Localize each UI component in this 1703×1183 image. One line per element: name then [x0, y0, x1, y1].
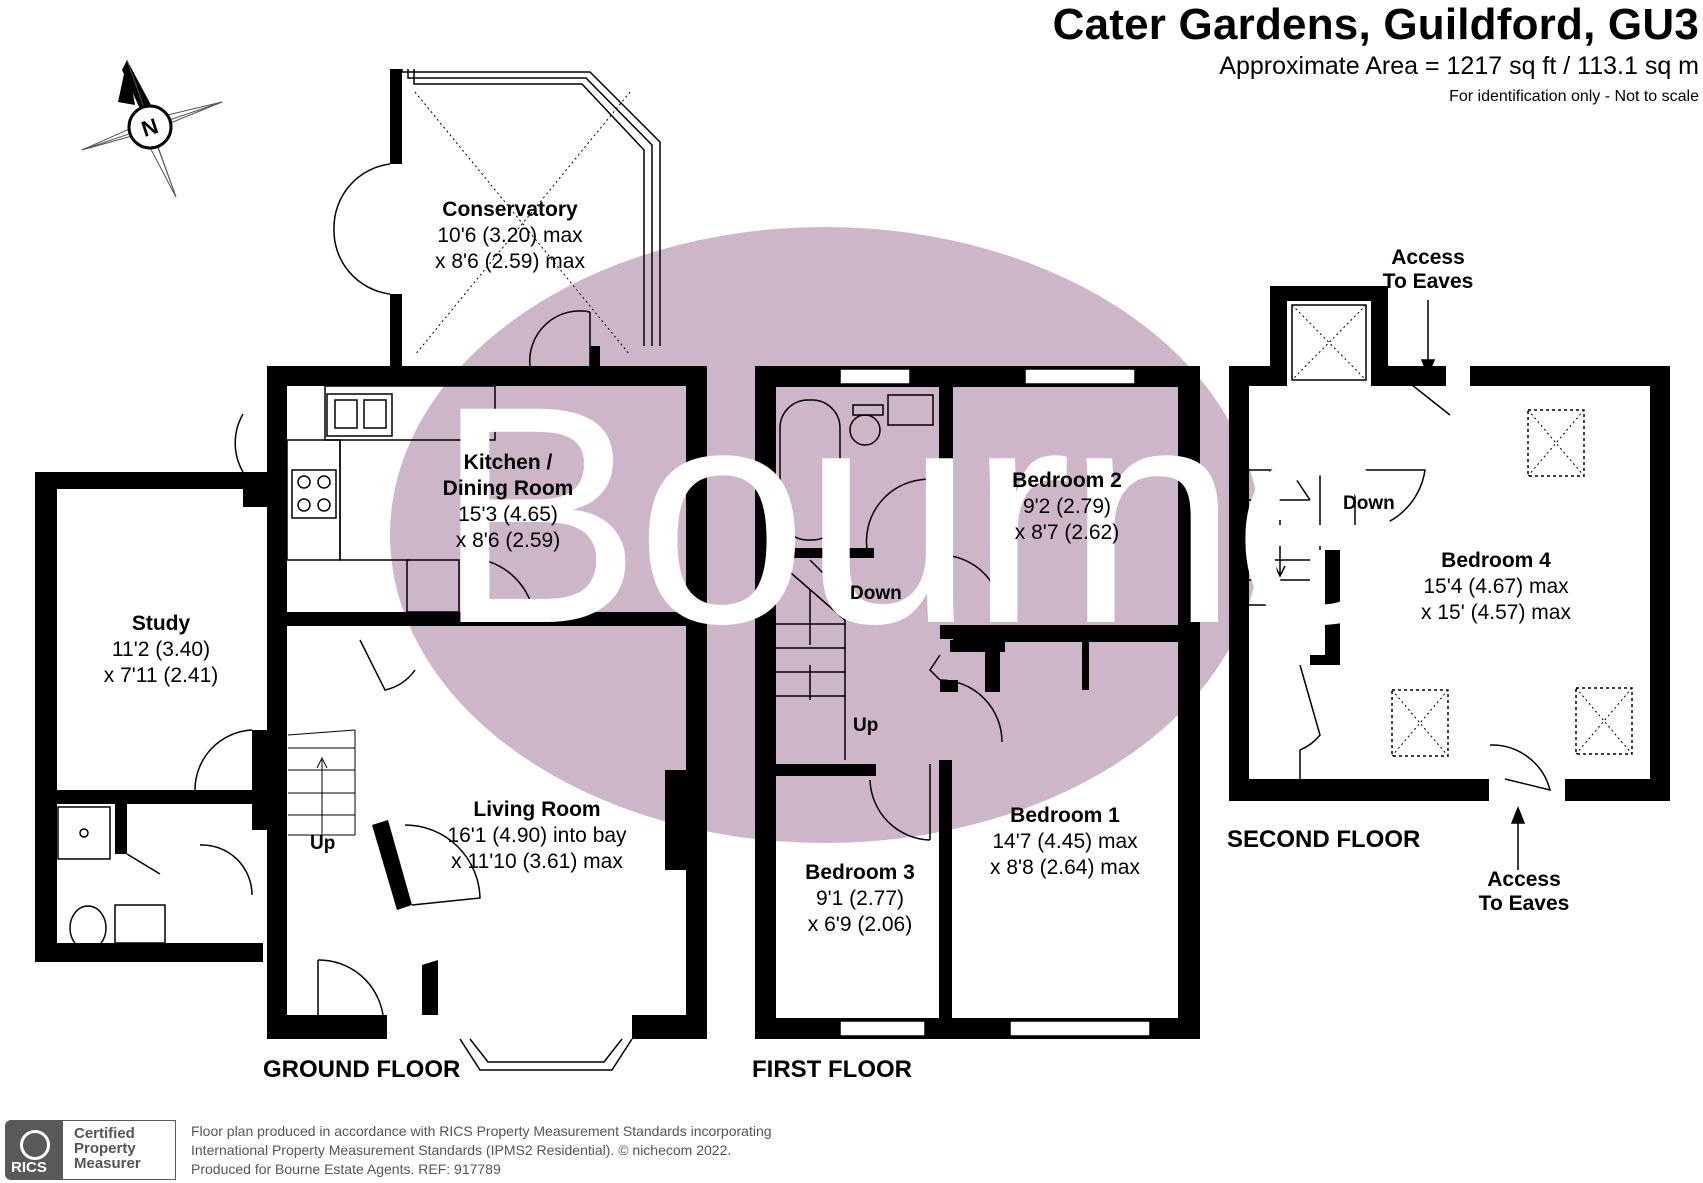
room-dim: 9'2 (2.79)	[1022, 495, 1112, 518]
room-living: Living Room 16'1 (4.90) into bay x 11'10…	[447, 797, 626, 875]
room-name: Dining Room	[442, 477, 574, 500]
stair-down-second: Down	[1343, 493, 1395, 514]
room-name: Bedroom 2	[1012, 469, 1122, 492]
ground-floor-walls	[35, 69, 707, 1039]
room-dim: x 6'9 (2.06)	[807, 913, 913, 936]
certified-measurer-text: Certified Property Measurer	[63, 1120, 176, 1180]
room-study: Study 11'2 (3.40) x 7'11 (2.41)	[104, 611, 219, 689]
room-dim: x 11'10 (3.61) max	[451, 850, 623, 873]
page-title: Cater Gardens, Guildford, GU3	[1052, 0, 1699, 49]
access-line: To Eaves	[1478, 892, 1570, 915]
first-floor-outlines	[775, 394, 1003, 841]
footer-notes: Floor plan produced in accordance with R…	[191, 1122, 772, 1179]
stair-down-first: Down	[850, 583, 902, 604]
room-dim: x 8'7 (2.62)	[1014, 521, 1120, 544]
room-kitchen-dining: Kitchen / Dining Room 15'3 (4.65) x 8'6 …	[443, 450, 574, 554]
room-dim: x 8'6 (2.59) max	[435, 250, 585, 273]
footer-line: Produced for Bourne Estate Agents. REF: …	[191, 1161, 501, 1177]
identification-note: For identification only - Not to scale	[1449, 88, 1699, 105]
room-dim: 15'4 (4.67) max	[1423, 575, 1569, 598]
room-dim: 14'7 (4.45) max	[992, 830, 1138, 853]
room-bedroom-1: Bedroom 1 14'7 (4.45) max x 8'8 (2.64) m…	[990, 803, 1140, 881]
room-dim: x 8'6 (2.59)	[455, 529, 561, 552]
room-dim: 11'2 (3.40)	[111, 638, 211, 661]
compass-icon	[81, 59, 223, 198]
badge-line: Certified	[74, 1125, 135, 1142]
floor-label-second: SECOND FLOOR	[1227, 826, 1421, 853]
second-floor-walls	[1229, 286, 1670, 801]
room-dim: x 7'11 (2.41)	[103, 664, 219, 687]
floor-label-ground: GROUND FLOOR	[263, 1056, 461, 1083]
access-line: To Eaves	[1382, 270, 1474, 293]
watermark-text: Bourne	[435, 341, 1405, 688]
badge-line: Measurer	[74, 1155, 141, 1172]
rics-badge: RICS Certified Property Measurer	[5, 1120, 177, 1180]
room-name: Bedroom 1	[1010, 804, 1120, 827]
footer-line: Floor plan produced in accordance with R…	[191, 1123, 772, 1139]
room-name: Bedroom 4	[1441, 549, 1551, 572]
second-floor-outlines	[1249, 304, 1633, 792]
rics-logo: RICS	[5, 1120, 63, 1180]
room-bedroom-3: Bedroom 3 9'1 (2.77) x 6'9 (2.06)	[805, 860, 915, 938]
first-floor-windows	[839, 368, 1151, 1037]
ground-floor-outlines	[57, 69, 661, 1071]
access-eaves-bottom: Access To Eaves	[1479, 868, 1570, 916]
access-line: Access	[1487, 868, 1561, 891]
room-bedroom-4: Bedroom 4 15'4 (4.67) max x 15' (4.57) m…	[1421, 548, 1571, 626]
room-bedroom-2: Bedroom 2 9'2 (2.79) x 8'7 (2.62)	[1012, 468, 1122, 546]
access-line: Access	[1391, 246, 1465, 269]
stair-up-ground: Up	[310, 833, 336, 854]
room-name: Bedroom 3	[805, 861, 915, 884]
room-dim: 16'1 (4.90) into bay	[447, 824, 627, 847]
rics-lion-icon	[20, 1130, 50, 1160]
room-dim: 15'3 (4.65)	[458, 503, 558, 526]
footer-line: International Property Measurement Stand…	[191, 1142, 732, 1158]
badge-line: Property	[74, 1140, 136, 1157]
room-name: Conservatory	[442, 198, 578, 221]
floor-label-first: FIRST FLOOR	[752, 1056, 912, 1083]
room-dim: x 15' (4.57) max	[1421, 601, 1571, 624]
room-dim: 10'6 (3.20) max	[437, 224, 583, 247]
stair-up-first: Up	[853, 715, 879, 736]
room-dim: 9'1 (2.77)	[815, 887, 905, 910]
room-name: Kitchen /	[463, 451, 553, 474]
rics-logo-text: RICS	[11, 1159, 47, 1176]
room-conservatory: Conservatory 10'6 (3.20) max x 8'6 (2.59…	[435, 197, 585, 275]
approximate-area: Approximate Area = 1217 sq ft / 113.1 sq…	[1219, 52, 1699, 80]
room-name: Living Room	[473, 798, 601, 821]
access-arrows	[1420, 300, 1526, 870]
access-eaves-top: Access To Eaves	[1383, 246, 1474, 294]
room-name: Study	[131, 612, 191, 635]
room-dim: x 8'8 (2.64) max	[990, 856, 1140, 879]
